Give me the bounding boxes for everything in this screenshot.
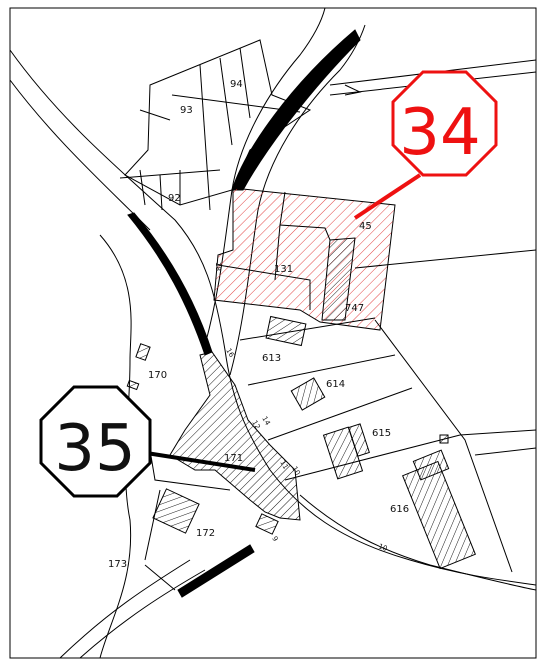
parcel-label-613: 613 [262,353,281,364]
house-number-16: 16 [224,347,236,359]
parcel-label-171: 171 [224,453,243,464]
parcel-label-93: 93 [180,105,193,116]
parcel-label-747: 747 [345,303,364,314]
house-number-14: 14 [260,415,272,427]
parcel-label-92: 92 [168,193,181,204]
house-number-18: 18 [214,262,222,271]
parcel-marker-34: 34 [353,70,498,220]
house-number-10: 10 [290,465,301,477]
map-border [9,7,537,659]
buildings [126,315,476,570]
parcel-label-172: 172 [196,528,215,539]
parcel-label-94: 94 [230,79,243,90]
parcel-label-170: 170 [148,370,167,381]
thick-road-edges [127,29,361,598]
house-number-11: 11 [278,459,289,471]
highlighted-parcel [213,187,537,331]
house-number-labels: 18 16 14 12 11 10 9 10 [214,262,388,553]
marker-34-label: 34 [399,96,480,170]
parcel-marker-35: 35 [39,385,256,498]
house-number-12: 12 [250,419,261,431]
parcel-labels: 94 93 92 45 131 747 613 170 614 615 171 … [108,79,409,570]
parcel-label-131: 131 [274,264,293,275]
south-parcels [144,317,537,591]
parcel-label-45: 45 [359,221,372,232]
parcel-label-614: 614 [326,379,345,390]
house-number-10-road: 10 [377,542,388,553]
house-number-9: 9 [270,535,279,543]
parcel-label-616: 616 [390,504,409,515]
marker-35-label: 35 [54,412,135,486]
parcel-label-615: 615 [372,428,391,439]
parcel-label-173: 173 [108,559,127,570]
